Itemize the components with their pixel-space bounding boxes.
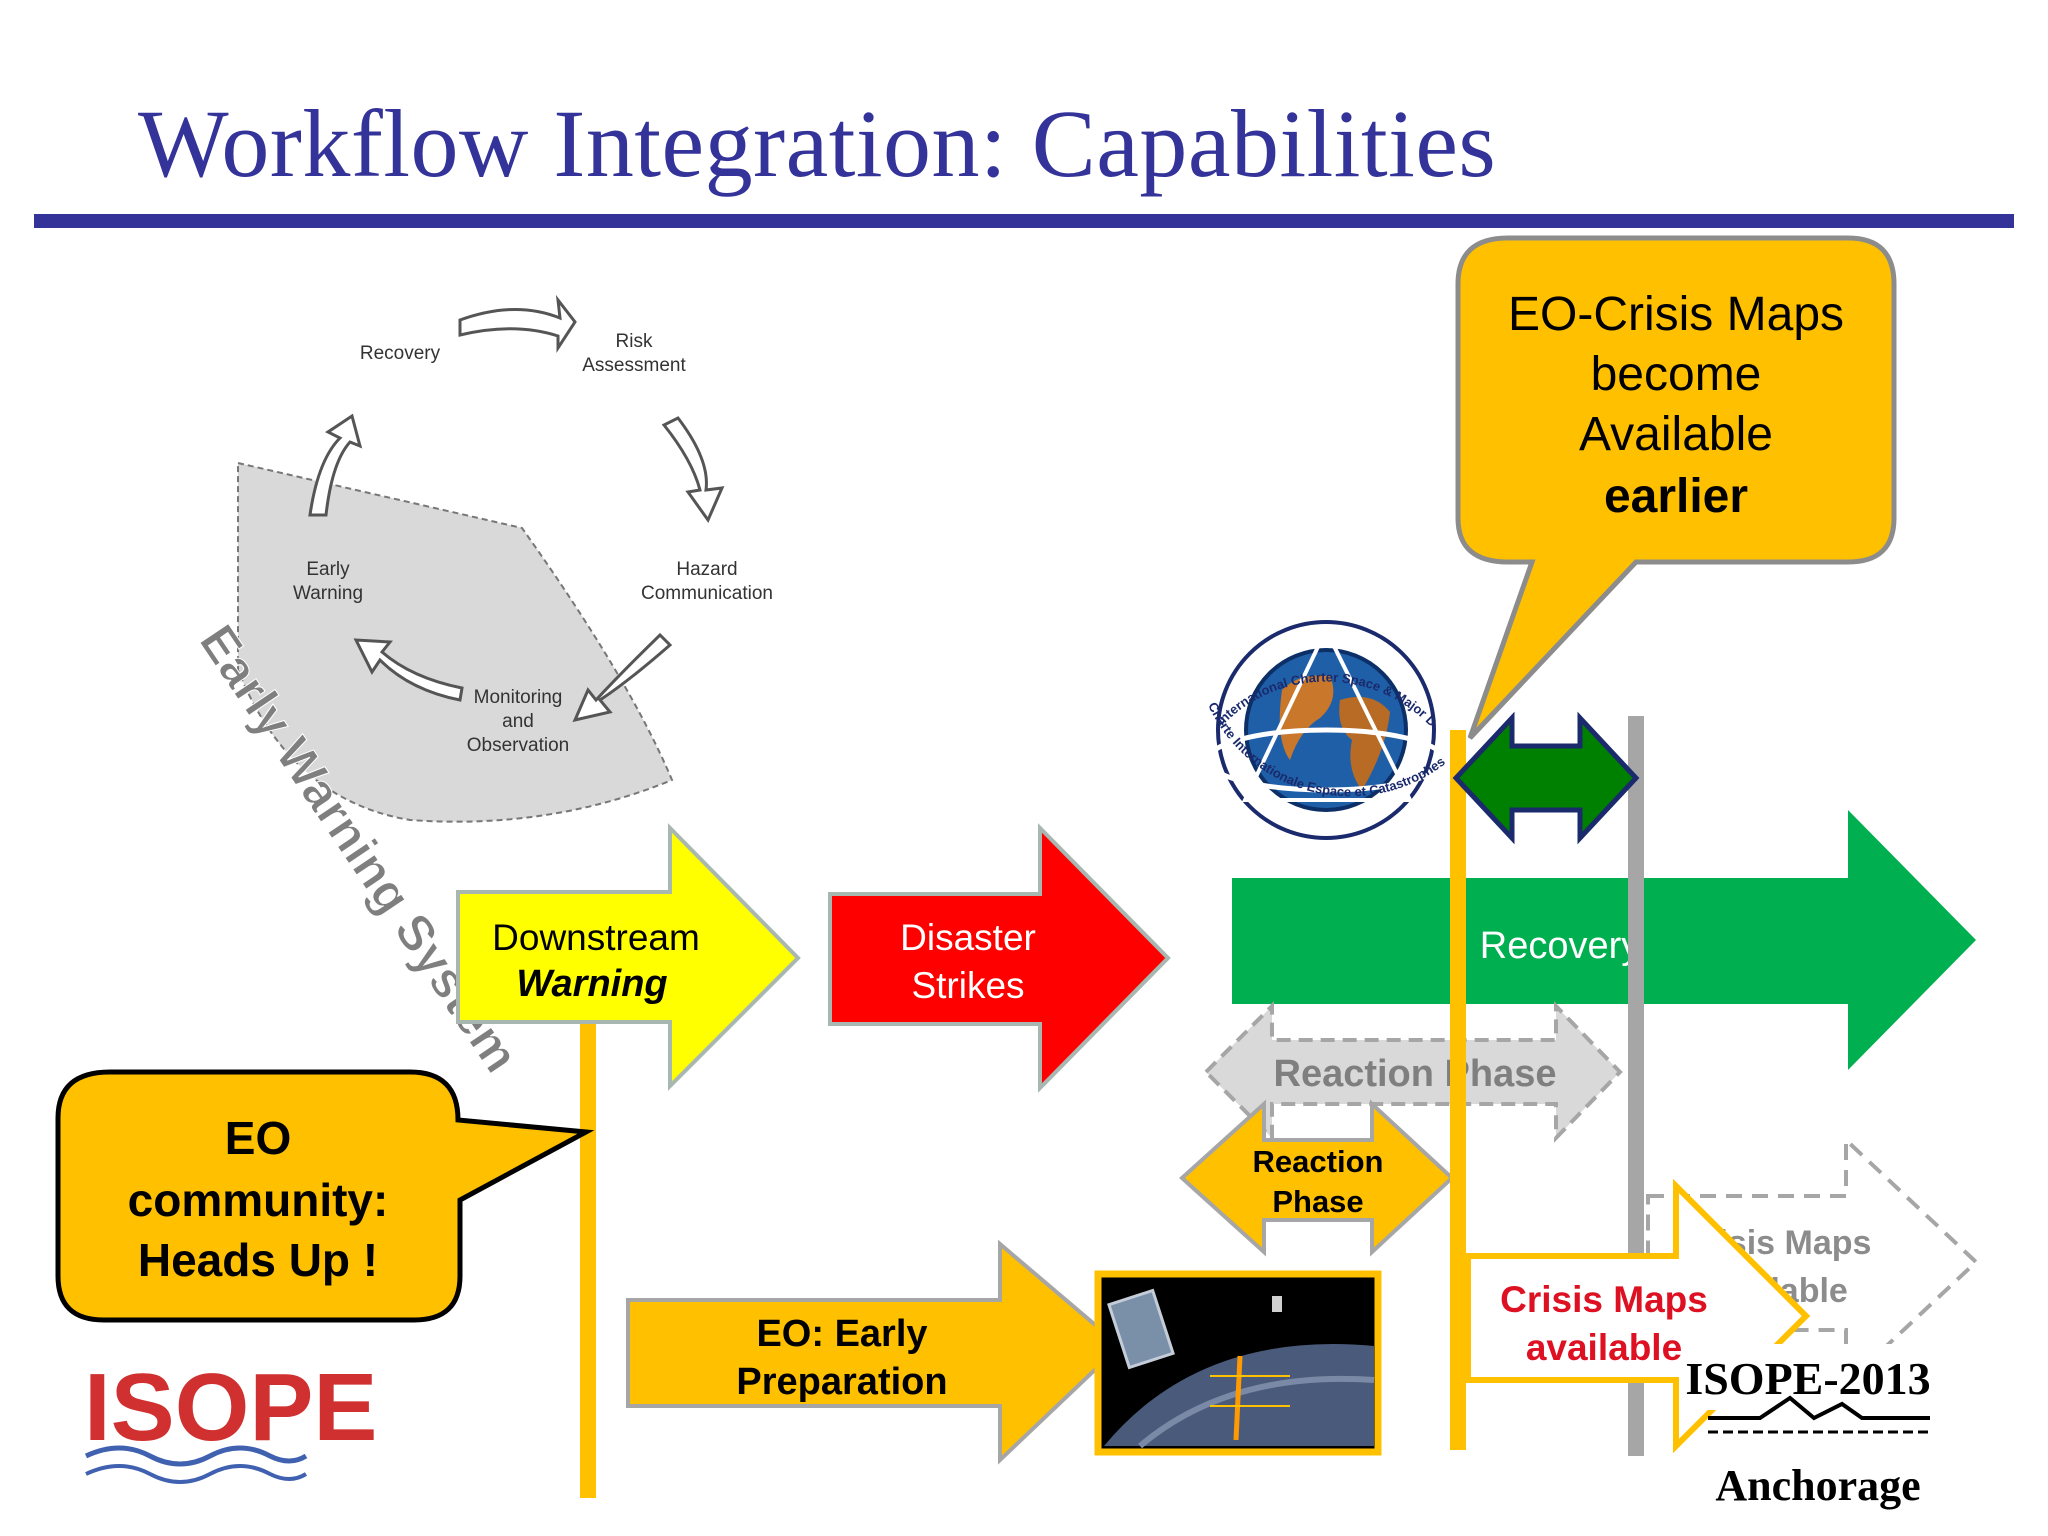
- charter-land-2: [1339, 696, 1390, 790]
- cycle-arrow-risk: [458, 294, 577, 354]
- cycle-label-hazard-2: Communication: [641, 583, 773, 604]
- isope-2013-mountains: [1708, 1395, 1930, 1421]
- reaction-phase-line1: Reaction: [1253, 1144, 1384, 1179]
- disaster-strikes-line1: Disaster: [900, 917, 1036, 958]
- cycle-label-early-1: Early: [306, 559, 350, 580]
- satellite-distant: [1272, 1296, 1282, 1312]
- reaction-phase-ghost-arrow: [1203, 1001, 1623, 1143]
- satellite-earth-glow: [1138, 1375, 1375, 1449]
- cycle-label-recovery: Recovery: [360, 343, 441, 364]
- reaction-phase-ghost-label: Reaction Phase: [1274, 1053, 1557, 1095]
- isope-wave-1: [84, 1445, 308, 1467]
- cycle-label-early-2: Warning: [293, 583, 363, 604]
- cycle-arrow-early-warning: [353, 638, 464, 702]
- callout-top-line3: Available: [1579, 408, 1773, 461]
- warning-timeline-bar: [580, 1024, 596, 1498]
- disaster-strikes-arrow: [828, 823, 1171, 1093]
- isope-2013-location: Anchorage: [1715, 1461, 1920, 1510]
- isope-logo-text: ISOPE: [84, 1354, 377, 1461]
- charter-orbit: [1205, 727, 1447, 793]
- callout-top-line1: EO-Crisis Maps: [1508, 288, 1844, 341]
- satellite-ground-track: [1233, 1355, 1243, 1441]
- callout-left-line1: EO: [225, 1112, 291, 1164]
- eo-early-preparation-arrow: [626, 1239, 1123, 1465]
- downstream-warning-arrow: [456, 823, 801, 1091]
- isope-2013-backdrop: [1700, 1344, 1946, 1410]
- recovery-arrow: [1232, 810, 1976, 1070]
- satellite-image: [1094, 1270, 1382, 1456]
- callout-eo-community: EO community: Heads Up !: [55, 1069, 595, 1323]
- reaction-phase-line2: Phase: [1272, 1184, 1363, 1219]
- satellite-body: [1107, 1288, 1175, 1370]
- callout-top-emphasis: earlier: [1604, 470, 1748, 523]
- callout-bubble-top: [1455, 235, 1897, 740]
- cycle-arrow-hazard: [661, 416, 725, 524]
- cycle-arrow-monitoring: [572, 632, 673, 723]
- callout-left-line2: community:: [128, 1174, 389, 1226]
- charter-triangle: [1241, 625, 1414, 802]
- cycle-label-monitoring-3: Observation: [467, 735, 569, 756]
- eo-early-preparation-line2: Preparation: [736, 1361, 947, 1403]
- isope-wave-2: [85, 1464, 308, 1484]
- crisis-maps-available-line1: Crisis Maps: [1500, 1279, 1708, 1320]
- time-gain-arrow: [1452, 711, 1640, 845]
- recovery-label: Recovery: [1480, 925, 1641, 967]
- isope-2013-text: ISOPE-2013: [1685, 1353, 1930, 1404]
- cycle-label-risk-1: Risk: [616, 331, 653, 352]
- cycle-label-hazard-1: Hazard: [676, 559, 737, 580]
- callout-left-line3: Heads Up !: [138, 1234, 378, 1286]
- callout-eo-crisis-maps: EO-Crisis Maps become Available earlier: [1455, 235, 1897, 740]
- callout-bubble-left: [55, 1069, 595, 1323]
- title-underline: [34, 214, 2014, 228]
- cycle-arrow-recovery: [308, 413, 363, 517]
- downstream-warning-line2: Warning: [516, 963, 667, 1005]
- isope-logo: ISOPE: [84, 1354, 377, 1484]
- eo-early-preparation-line1: EO: Early: [756, 1313, 927, 1355]
- disaster-strikes-line2: Strikes: [911, 965, 1024, 1006]
- downstream-warning-line1: Downstream: [492, 917, 700, 958]
- charter-ring-text: International Charter Space & Major Disa…: [0, 0, 1440, 730]
- earlier-availability-bar: [1450, 730, 1466, 1450]
- callout-top-line2: become: [1591, 348, 1762, 401]
- early-warning-sector: [237, 461, 674, 823]
- cycle-label-monitoring-1: Monitoring: [474, 687, 563, 708]
- slide-title: Workflow Integration: Capabilities: [138, 90, 1497, 197]
- international-charter-logo: International Charter Space & Major Disa…: [0, 0, 1451, 840]
- cycle-label-risk-2: Assessment: [582, 355, 686, 376]
- crisis-maps-available-line2: available: [1526, 1327, 1682, 1368]
- isope-2013-logo: ISOPE-2013 Anchorage: [1685, 1344, 1946, 1510]
- cycle-label-monitoring-2: and: [502, 711, 534, 732]
